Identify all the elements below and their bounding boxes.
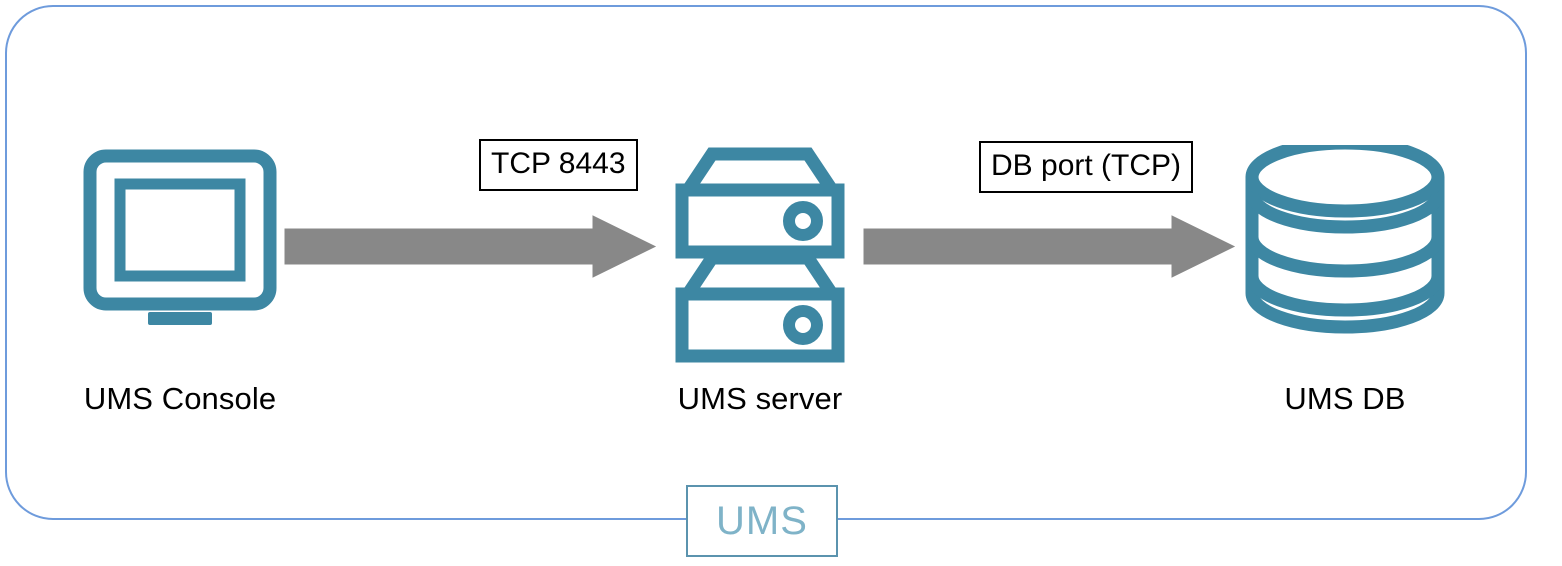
connection-label-db-port: DB port (TCP) <box>979 141 1194 193</box>
arrow-server-to-db <box>863 215 1236 278</box>
connection-label-tcp-8443: TCP 8443 <box>479 139 638 191</box>
database-cylinder-icon <box>1245 145 1445 334</box>
server-stack-icon <box>675 147 845 363</box>
node-ums-server[interactable]: UMS server <box>640 140 880 438</box>
monitor-icon <box>83 149 277 325</box>
node-ums-db-label: UMS DB <box>1284 381 1406 416</box>
node-ums-console-label: UMS Console <box>83 381 277 416</box>
arrow-console-to-server <box>284 215 657 278</box>
node-ums-console[interactable]: UMS Console <box>30 148 330 438</box>
node-ums-server-label: UMS server <box>677 381 843 416</box>
ums-badge-box: UMS <box>686 485 838 557</box>
ums-badge: UMS <box>686 485 838 557</box>
ums-badge-label: UMS <box>716 499 808 543</box>
node-ums-db[interactable]: UMS DB <box>1230 145 1460 438</box>
